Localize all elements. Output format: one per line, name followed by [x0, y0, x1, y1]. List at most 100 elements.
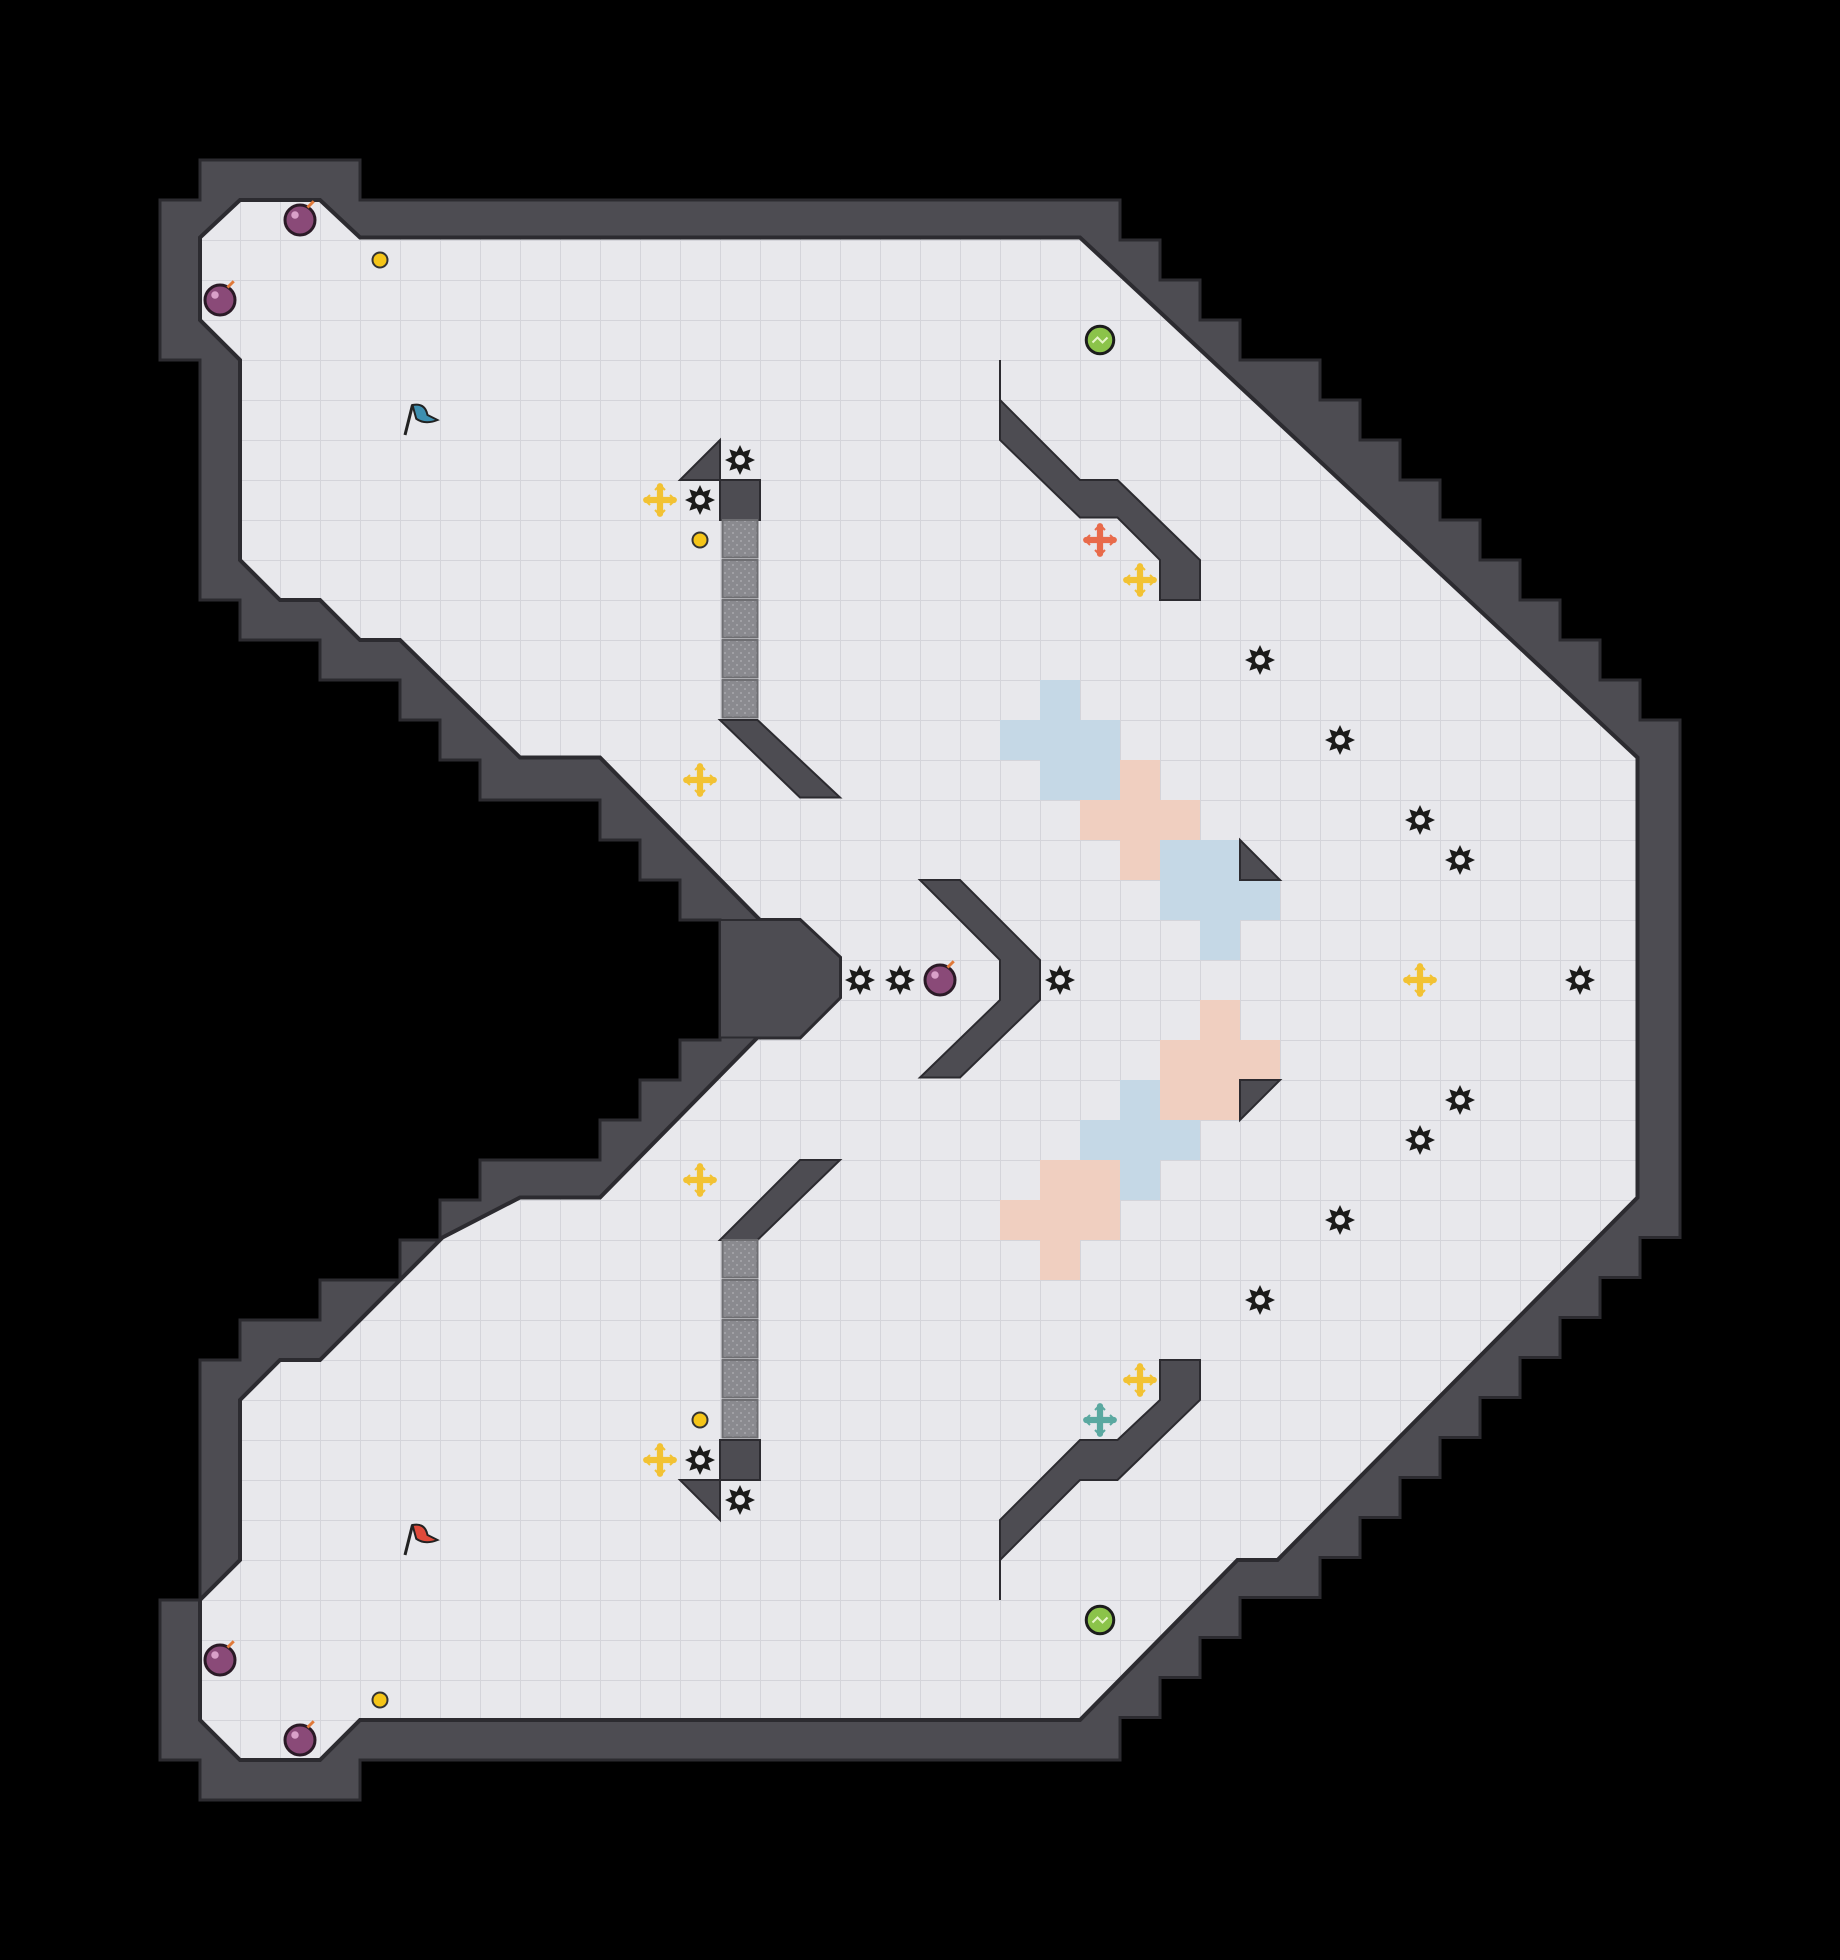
crate-tile: [721, 679, 759, 719]
boost-icon: [1123, 1363, 1157, 1397]
inner-walls: [677, 360, 1283, 1600]
boost-icon: [643, 1443, 677, 1477]
blue-zone-cell: [1160, 1120, 1200, 1160]
button-icon: [371, 251, 389, 269]
wedge-right-lower: [1239, 1079, 1283, 1123]
blue-flag-icon: [403, 403, 440, 436]
entities: [203, 200, 1595, 1757]
blue-zone-cell: [1160, 840, 1200, 880]
blue-zone-cell: [1040, 680, 1080, 720]
diagonal-wall-upper-right: [999, 360, 1201, 601]
chevron-wall-center: [917, 879, 1041, 1079]
orange-zone-cell: [1120, 760, 1160, 800]
spike-icon: [845, 965, 875, 995]
blue-zone-cell: [1160, 880, 1200, 920]
spike-icon: [1245, 645, 1275, 675]
blue-zone-cell: [1120, 1080, 1160, 1120]
orange-zone-cell: [1240, 1040, 1280, 1080]
orange-zone-cell: [1120, 840, 1160, 880]
spike-icon: [725, 1485, 755, 1515]
crate-tile: [721, 599, 759, 639]
blue-zone-cell: [1000, 720, 1040, 760]
center-pillar: [719, 919, 841, 1039]
floor: [198, 198, 1640, 1762]
boost-icon: [1123, 563, 1157, 597]
spike-icon: [1565, 965, 1595, 995]
blue-zone-cell: [1040, 720, 1080, 760]
bomb-icon: [203, 1640, 237, 1677]
orange-zone-cell: [1120, 800, 1160, 840]
floor-tiles: [198, 198, 1640, 1762]
orange-zone-cell: [1040, 1240, 1080, 1280]
spike-icon: [1405, 805, 1435, 835]
team-zones: [1000, 680, 1280, 1280]
crate-tile: [721, 1399, 759, 1439]
orange-zone-cell: [1040, 1200, 1080, 1240]
orange-zone-cell: [1200, 1000, 1240, 1040]
blue-zone-cell: [1080, 760, 1120, 800]
wedge-lower-left: [677, 1479, 721, 1523]
spike-icon: [1445, 1085, 1475, 1115]
crate-tile: [721, 1319, 759, 1359]
boost-icon: [683, 763, 717, 797]
orange-zone-cell: [1000, 1200, 1040, 1240]
crate-tile: [721, 559, 759, 599]
crate-tile: [721, 519, 759, 559]
blue-zone-cell: [1080, 720, 1120, 760]
spike-icon: [1445, 845, 1475, 875]
blue-zone: [1000, 680, 1280, 1200]
orange-zone-cell: [1160, 1040, 1200, 1080]
wedge-upper-left: [677, 437, 721, 481]
boost-icon: [643, 483, 677, 517]
blue-zone-cell: [1120, 1120, 1160, 1160]
orange-zone-cell: [1200, 1040, 1240, 1080]
spike-icon: [1405, 1125, 1435, 1155]
blue-team-boost-icon: [1083, 1403, 1117, 1437]
bomb-icon: [283, 1720, 317, 1757]
diagonal-ledge-upper: [717, 719, 843, 799]
boost-icon: [683, 1163, 717, 1197]
spike-icon: [1045, 965, 1075, 995]
orange-zone-cell: [1080, 1200, 1120, 1240]
bomb-icon: [203, 280, 237, 317]
crate-tile: [721, 1359, 759, 1399]
wedge-right-upper: [1239, 837, 1283, 881]
blue-zone-cell: [1240, 880, 1280, 920]
solid-block-upper: [719, 479, 761, 521]
solid-block-lower: [719, 1439, 761, 1481]
spike-icon: [685, 485, 715, 515]
powerup-icon: [1084, 324, 1116, 356]
powerup-icon: [1084, 1604, 1116, 1636]
diagonal-wall-lower-right: [999, 1359, 1201, 1600]
orange-zone-cell: [1080, 800, 1120, 840]
spike-icon: [725, 445, 755, 475]
crate-tile: [721, 639, 759, 679]
blue-zone-cell: [1200, 840, 1240, 880]
spike-icon: [685, 1445, 715, 1475]
boost-icon: [1403, 963, 1437, 997]
orange-zone-cell: [1200, 1080, 1240, 1120]
red-team-boost-icon: [1083, 523, 1117, 557]
bomb-icon: [923, 960, 957, 997]
blue-zone-cell: [1200, 880, 1240, 920]
orange-zone-cell: [1160, 800, 1200, 840]
spike-icon: [1325, 725, 1355, 755]
crate-tile: [721, 1279, 759, 1319]
blue-zone-cell: [1080, 1120, 1120, 1160]
orange-zone: [1000, 760, 1280, 1280]
orange-zone-cell: [1160, 1080, 1200, 1120]
blue-zone-cell: [1040, 760, 1080, 800]
spike-icon: [1245, 1285, 1275, 1315]
red-flag-icon: [403, 1523, 440, 1556]
orange-zone-cell: [1080, 1160, 1120, 1200]
button-icon: [691, 531, 709, 549]
button-icon: [691, 1411, 709, 1429]
bomb-icon: [283, 200, 317, 237]
crate-tile: [721, 1239, 759, 1279]
orange-zone-cell: [1040, 1160, 1080, 1200]
spike-icon: [1325, 1205, 1355, 1235]
blue-zone-cell: [1120, 1160, 1160, 1200]
spike-icon: [885, 965, 915, 995]
